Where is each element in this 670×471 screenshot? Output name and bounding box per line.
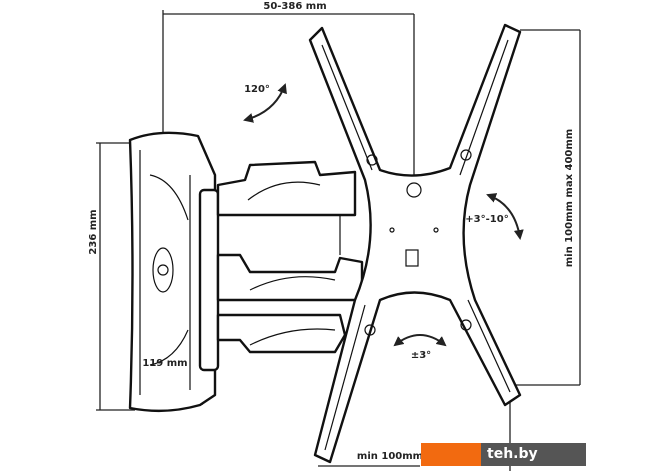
tilt-arrow-icon xyxy=(486,193,524,240)
rotation-angle-label: ±3° xyxy=(411,350,431,361)
swivel-arrow-icon xyxy=(243,83,287,123)
watermark-orange-block xyxy=(421,443,481,466)
swivel-angle-label: 120° xyxy=(244,84,270,95)
vesa-horizontal-label: min 100mm xyxy=(357,451,423,462)
angle-arrows xyxy=(243,83,524,347)
vesa-bracket xyxy=(308,23,522,464)
plate-height-label: 236 mm xyxy=(88,209,99,254)
watermark: teh.by xyxy=(421,443,586,466)
rotation-arrow-icon xyxy=(393,334,447,347)
tilt-angle-label: +3°-10° xyxy=(465,214,508,225)
depth-label: 50-386 mm xyxy=(263,1,326,12)
plate-width-label: 119 mm xyxy=(142,358,187,369)
wall-plate xyxy=(128,131,220,413)
swing-arms xyxy=(216,160,364,354)
watermark-text: teh.by xyxy=(481,443,586,466)
vesa-vertical-label: min 100mm max 400mm xyxy=(564,129,575,267)
